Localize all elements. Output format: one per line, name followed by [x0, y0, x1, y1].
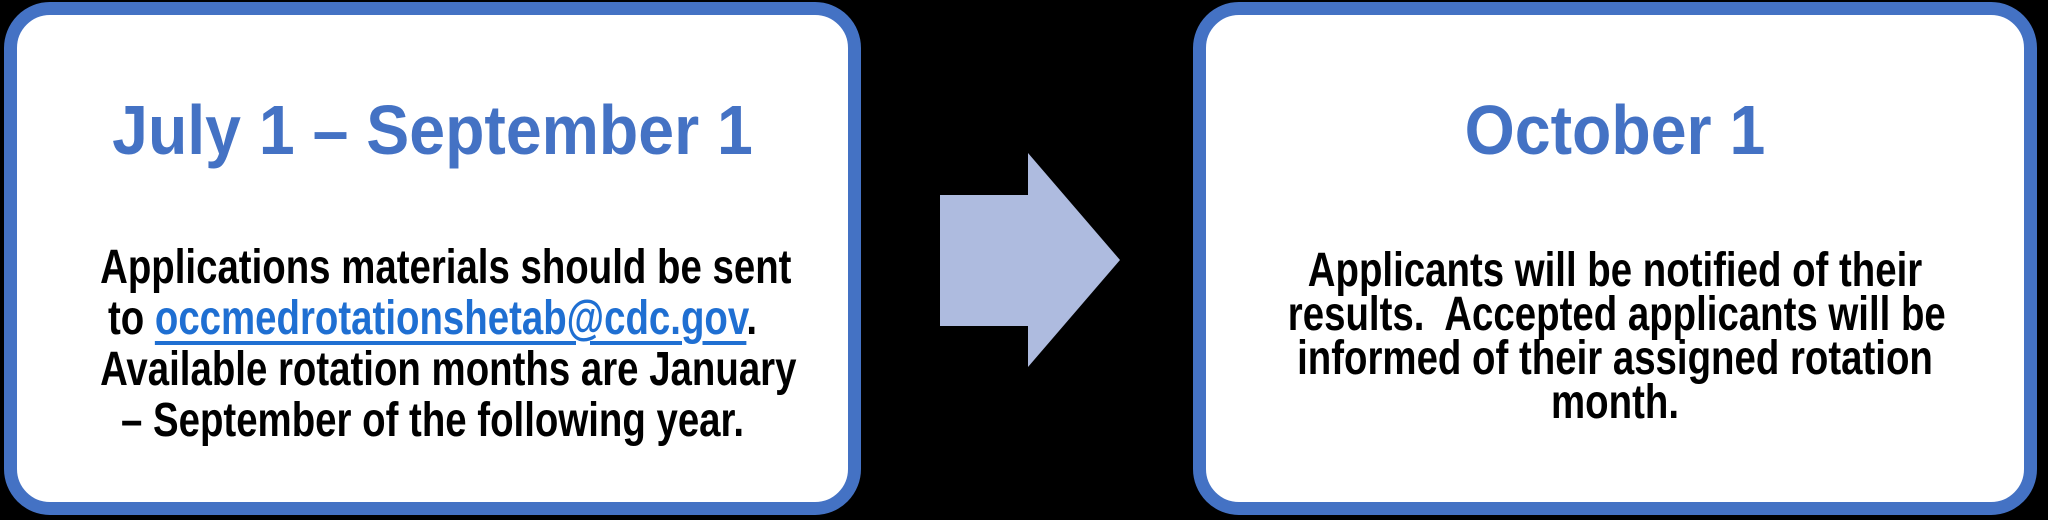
body-line: – September of the following year. [120, 394, 745, 447]
body-line: Available rotation months are January [100, 343, 797, 396]
body-line-suffix: . [746, 292, 758, 345]
body-line: Applicants will be notified of their [1307, 244, 1923, 297]
notification-date-title: October 1 [1464, 91, 1766, 169]
notification-date-body: Applicants will be notified of their res… [1287, 244, 1946, 429]
arrow-right-icon [940, 153, 1120, 367]
application-period-card: July 1 – September 1 Applications materi… [4, 2, 861, 515]
body-line: month. [1551, 376, 1679, 429]
email-link[interactable]: occmedrotationshetab@cdc.gov [154, 292, 747, 345]
body-line-with-link: to occmedrotationshetab@cdc.gov. [100, 293, 765, 344]
notification-date-card: October 1 Applicants will be notified of… [1193, 2, 2037, 515]
body-line: results. Accepted applicants will be [1287, 288, 1946, 341]
application-period-title: July 1 – September 1 [112, 91, 753, 169]
body-line: informed of their assigned rotation [1297, 332, 1933, 385]
body-line: Applications materials should be sent [100, 241, 792, 294]
application-period-body: Applications materials should be sent to… [100, 241, 797, 447]
body-line-prefix: to [107, 292, 155, 345]
